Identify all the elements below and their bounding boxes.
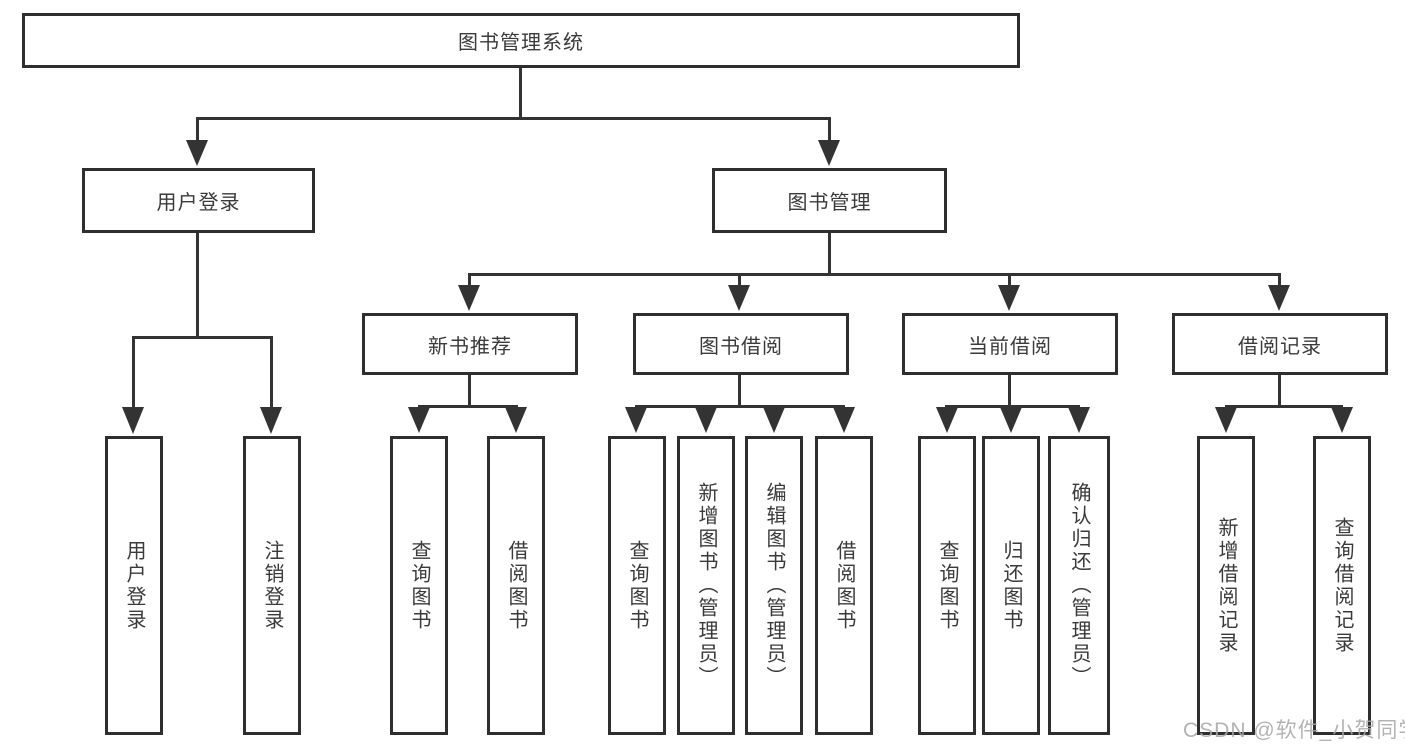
node-label: 新增借阅记录 bbox=[1215, 516, 1237, 655]
node-label: 查询图书 bbox=[408, 539, 430, 632]
node-borrowing-records: 借阅记录 bbox=[1172, 313, 1388, 375]
connector-line bbox=[132, 336, 135, 409]
leaf-add-books-admin: 新增图书（管理员） bbox=[677, 436, 735, 735]
connector-line bbox=[738, 273, 741, 287]
node-label: 图书管理系统 bbox=[458, 32, 584, 54]
leaf-logout: 注销登录 bbox=[243, 436, 301, 735]
node-label: 新增图书（管理员） bbox=[695, 482, 717, 689]
node-label: 图书借阅 bbox=[699, 335, 783, 358]
arrow-down-icon bbox=[505, 407, 527, 433]
connector-line bbox=[196, 117, 199, 143]
connector-line bbox=[132, 336, 273, 339]
arrow-down-icon bbox=[186, 140, 208, 166]
connector-line bbox=[1225, 405, 1343, 408]
leaf-query-books-recommend: 查询图书 bbox=[390, 436, 448, 735]
arrow-down-icon bbox=[625, 407, 647, 433]
connector-line bbox=[828, 117, 831, 143]
arrow-down-icon bbox=[458, 285, 480, 311]
connector-line bbox=[468, 273, 1280, 276]
leaf-confirm-return-admin: 确认归还（管理员） bbox=[1048, 436, 1110, 735]
arrow-down-icon bbox=[1068, 407, 1090, 433]
arrow-down-icon bbox=[833, 407, 855, 433]
connector-line bbox=[1008, 375, 1011, 408]
csdn-watermark: CSDN @软件_小贺同学 bbox=[1183, 719, 1405, 742]
arrow-down-icon bbox=[728, 285, 750, 311]
connector-line bbox=[270, 336, 273, 409]
node-label: 新书推荐 bbox=[428, 335, 512, 358]
arrow-down-icon bbox=[1215, 407, 1237, 433]
arrow-down-icon bbox=[1000, 407, 1022, 433]
node-new-book-recommendation: 新书推荐 bbox=[362, 313, 578, 375]
arrow-down-icon bbox=[936, 407, 958, 433]
arrow-down-icon bbox=[818, 140, 840, 166]
node-label: 查询图书 bbox=[936, 539, 958, 632]
node-label: 图书管理 bbox=[787, 192, 872, 214]
leaf-edit-books-admin: 编辑图书（管理员） bbox=[745, 436, 803, 735]
leaf-user-login: 用户登录 bbox=[105, 436, 163, 735]
node-label: 查询图书 bbox=[626, 539, 648, 632]
node-book-borrowing: 图书借阅 bbox=[633, 313, 849, 375]
node-label: 借阅图书 bbox=[505, 539, 527, 632]
leaf-query-books-current: 查询图书 bbox=[918, 436, 976, 735]
node-label: 当前借阅 bbox=[968, 335, 1052, 358]
arrow-down-icon bbox=[763, 407, 785, 433]
connector-line bbox=[519, 68, 522, 120]
connector-line bbox=[738, 375, 741, 408]
connector-line bbox=[1278, 375, 1281, 408]
arrow-down-icon bbox=[1268, 285, 1290, 311]
leaf-borrow-books: 借阅图书 bbox=[815, 436, 873, 735]
connector-line bbox=[196, 233, 199, 338]
connector-line bbox=[468, 273, 471, 287]
leaf-query-borrow-record: 查询借阅记录 bbox=[1313, 436, 1371, 735]
node-label: 归还图书 bbox=[1000, 539, 1022, 632]
arrow-down-icon bbox=[408, 407, 430, 433]
node-label: 用户登录 bbox=[156, 192, 241, 214]
node-label: 用户登录 bbox=[123, 539, 145, 632]
connector-line bbox=[828, 233, 831, 275]
arrow-down-icon bbox=[1331, 407, 1353, 433]
leaf-borrow-books-recommend: 借阅图书 bbox=[487, 436, 545, 735]
node-label: 注销登录 bbox=[261, 539, 283, 632]
connector-line bbox=[468, 375, 471, 408]
arrow-down-icon bbox=[998, 285, 1020, 311]
node-library-management-system: 图书管理系统 bbox=[22, 13, 1020, 68]
node-label: 查询借阅记录 bbox=[1331, 516, 1353, 655]
node-label: 确认归还（管理员） bbox=[1068, 482, 1090, 689]
node-current-borrowing: 当前借阅 bbox=[902, 313, 1118, 375]
arrow-down-icon bbox=[260, 407, 282, 434]
connector-line bbox=[945, 405, 1080, 408]
connector-line bbox=[418, 405, 518, 408]
connector-line bbox=[1278, 273, 1281, 287]
arrow-down-icon bbox=[122, 407, 144, 434]
node-label: 借阅记录 bbox=[1238, 335, 1322, 358]
connector-line bbox=[635, 405, 845, 408]
node-label: 借阅图书 bbox=[833, 539, 855, 632]
arrow-down-icon bbox=[695, 407, 717, 433]
connector-line bbox=[1008, 273, 1011, 287]
node-label: 编辑图书（管理员） bbox=[763, 482, 785, 689]
connector-line bbox=[196, 117, 831, 120]
leaf-return-books: 归还图书 bbox=[982, 436, 1040, 735]
leaf-query-books-borrowing: 查询图书 bbox=[608, 436, 666, 735]
leaf-add-borrow-record: 新增借阅记录 bbox=[1197, 436, 1255, 735]
node-user-login: 用户登录 bbox=[82, 168, 315, 233]
node-book-management: 图书管理 bbox=[712, 168, 947, 233]
